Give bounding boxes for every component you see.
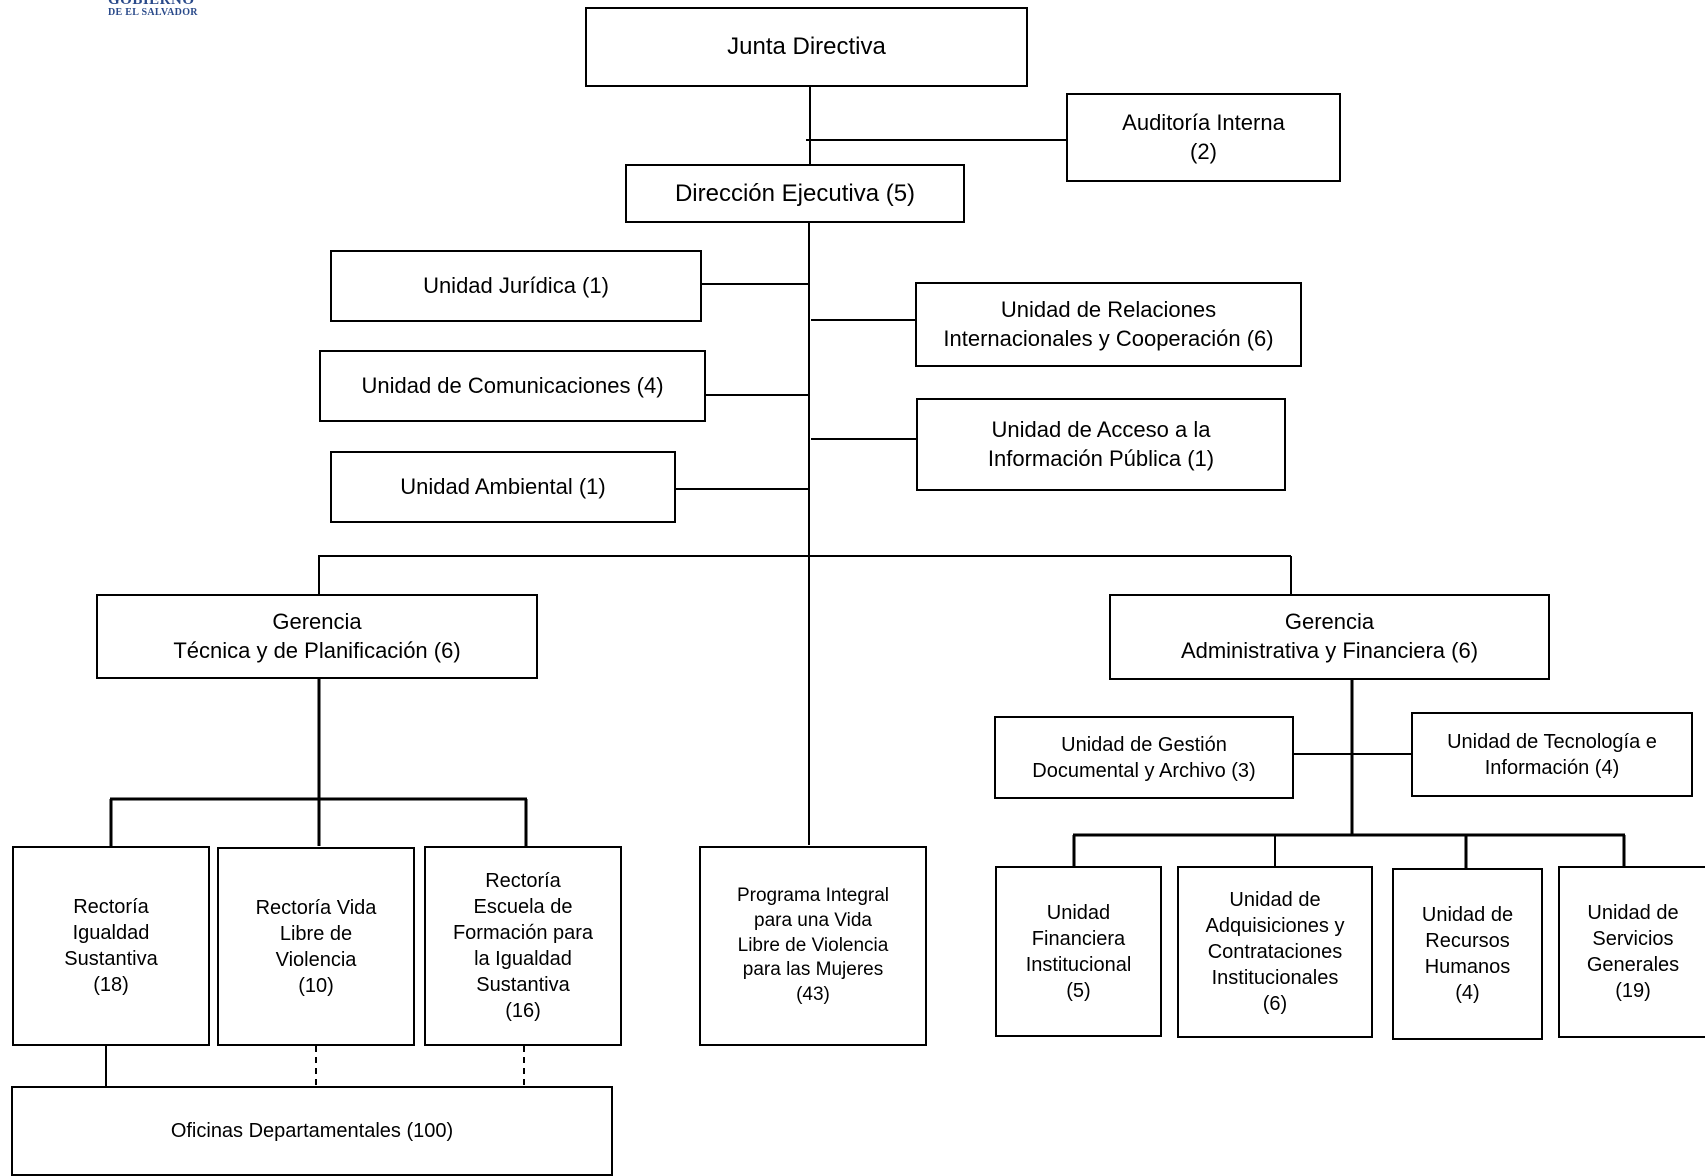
box-unidad-relaciones: Unidad de Relaciones Internacionales y C… bbox=[915, 282, 1302, 367]
box-unidad-acceso-informacion-label: Unidad de Acceso a la Información Públic… bbox=[987, 416, 1215, 471]
box-unidad-comunicaciones: Unidad de Comunicaciones (4) bbox=[319, 350, 706, 422]
box-unidad-recursos-humanos: Unidad de Recursos Humanos (4) bbox=[1392, 868, 1543, 1040]
box-rectoria-igualdad: Rectoría Igualdad Sustantiva (18) bbox=[12, 846, 210, 1046]
box-auditoria-interna: Auditoría Interna (2) bbox=[1066, 93, 1341, 182]
government-logo: GOBIERNO DE EL SALVADOR bbox=[108, 0, 228, 20]
box-rectoria-escuela-label: Rectoría Escuela de Formación para la Ig… bbox=[452, 870, 594, 1022]
box-unidad-tecnologia: Unidad de Tecnología e Información (4) bbox=[1411, 712, 1693, 797]
box-junta-directiva-label: Junta Directiva bbox=[727, 33, 886, 61]
box-unidad-comunicaciones-label: Unidad de Comunicaciones (4) bbox=[361, 372, 664, 398]
box-unidad-gestion-documental: Unidad de Gestión Documental y Archivo (… bbox=[994, 716, 1294, 799]
box-gerencia-administrativa: Gerencia Administrativa y Financiera (6) bbox=[1109, 594, 1550, 680]
box-unidad-adquisiciones-label: Unidad de Adquisiciones y Contrataciones… bbox=[1205, 889, 1345, 1015]
box-unidad-juridica-label: Unidad Jurídica (1) bbox=[423, 272, 609, 298]
box-unidad-servicios-generales-label: Unidad de Servicios Generales (19) bbox=[1586, 902, 1680, 1002]
logo-line-1: GOBIERNO bbox=[108, 0, 195, 8]
box-unidad-ambiental-label: Unidad Ambiental (1) bbox=[400, 473, 606, 499]
logo-line-2: DE EL SALVADOR bbox=[108, 7, 198, 18]
box-gerencia-administrativa-label: Gerencia Administrativa y Financiera (6) bbox=[1180, 609, 1479, 663]
box-rectoria-escuela: Rectoría Escuela de Formación para la Ig… bbox=[424, 846, 622, 1046]
box-rectoria-igualdad-label: Rectoría Igualdad Sustantiva (18) bbox=[64, 896, 158, 996]
box-unidad-servicios-generales: Unidad de Servicios Generales (19) bbox=[1558, 866, 1705, 1038]
box-programa-integral: Programa Integral para una Vida Libre de… bbox=[699, 846, 927, 1046]
box-auditoria-interna-label: Auditoría Interna (2) bbox=[1122, 109, 1285, 164]
box-programa-integral-label: Programa Integral para una Vida Libre de… bbox=[736, 885, 890, 1006]
box-direccion-ejecutiva-label: Dirección Ejecutiva (5) bbox=[674, 179, 916, 207]
box-unidad-juridica: Unidad Jurídica (1) bbox=[330, 250, 702, 322]
box-rectoria-vida-libre: Rectoría Vida Libre de Violencia (10) bbox=[217, 847, 415, 1046]
box-rectoria-vida-libre-label: Rectoría Vida Libre de Violencia (10) bbox=[255, 896, 377, 997]
box-unidad-financiera-label: Unidad Financiera Institucional (5) bbox=[1025, 901, 1132, 1002]
box-unidad-gestion-documental-label: Unidad de Gestión Documental y Archivo (… bbox=[1032, 733, 1256, 782]
box-junta-directiva: Junta Directiva bbox=[585, 7, 1028, 87]
box-unidad-financiera: Unidad Financiera Institucional (5) bbox=[995, 866, 1162, 1037]
box-unidad-relaciones-label: Unidad de Relaciones Internacionales y C… bbox=[943, 296, 1274, 351]
box-unidad-recursos-humanos-label: Unidad de Recursos Humanos (4) bbox=[1421, 904, 1514, 1004]
box-oficinas-departamentales: Oficinas Departamentales (100) bbox=[11, 1086, 613, 1176]
box-unidad-acceso-informacion: Unidad de Acceso a la Información Públic… bbox=[916, 398, 1286, 491]
box-unidad-ambiental: Unidad Ambiental (1) bbox=[330, 451, 676, 523]
box-gerencia-tecnica: Gerencia Técnica y de Planificación (6) bbox=[96, 594, 538, 679]
box-unidad-tecnologia-label: Unidad de Tecnología e Información (4) bbox=[1447, 730, 1657, 779]
box-direccion-ejecutiva: Dirección Ejecutiva (5) bbox=[625, 164, 965, 223]
box-oficinas-departamentales-label: Oficinas Departamentales (100) bbox=[170, 1120, 454, 1142]
box-unidad-adquisiciones: Unidad de Adquisiciones y Contrataciones… bbox=[1177, 866, 1373, 1038]
box-gerencia-tecnica-label: Gerencia Técnica y de Planificación (6) bbox=[173, 608, 461, 663]
